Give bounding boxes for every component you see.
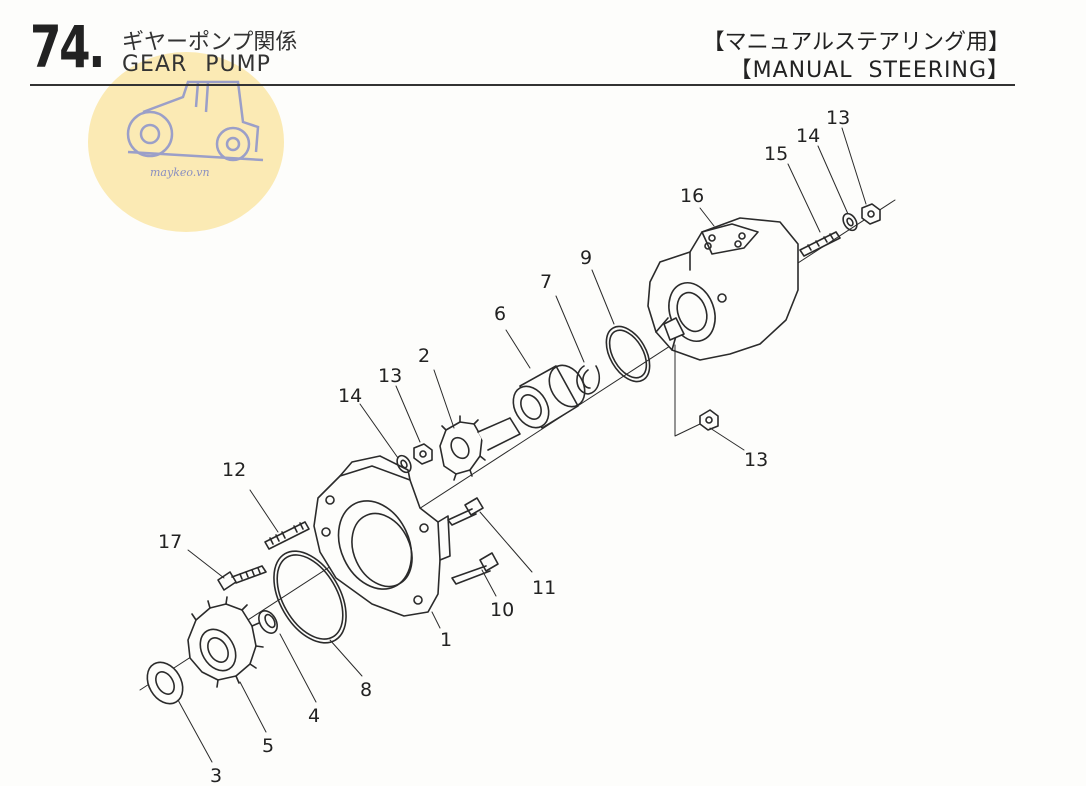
washer-part-14-lower xyxy=(396,454,412,474)
callout-6: 6 xyxy=(494,303,506,325)
callout-3: 3 xyxy=(210,765,222,786)
bolt-part-17 xyxy=(217,565,267,591)
callout-7: 7 xyxy=(540,271,552,293)
pump-body-part-16 xyxy=(647,217,799,361)
callout-1: 1 xyxy=(440,629,452,651)
tractor-icon xyxy=(126,80,264,162)
callout-9: 9 xyxy=(580,247,592,269)
o-ring-part-8 xyxy=(273,550,347,644)
callout-14-lower: 14 xyxy=(338,385,362,407)
stud-part-15 xyxy=(799,231,841,257)
watermark-logo xyxy=(88,52,284,232)
callout-13-pump: 13 xyxy=(744,449,768,471)
gear-shaft-part-2 xyxy=(439,415,521,481)
stud-bolt-part-12 xyxy=(264,521,310,550)
callout-10: 10 xyxy=(490,599,514,621)
callout-2: 2 xyxy=(418,345,430,367)
nut-part-13-upper xyxy=(861,203,881,225)
watermark-text: maykeo.vn xyxy=(150,166,210,179)
nut-part-13-pump xyxy=(674,344,719,437)
washer-part-14-upper xyxy=(842,212,858,232)
section-number: 74. xyxy=(30,13,105,81)
page-subtitle-jp: 【マニュアルステアリング用】 xyxy=(702,30,1010,55)
callout-8: 8 xyxy=(360,679,372,701)
page-title-en: GEAR PUMP xyxy=(122,52,271,77)
callout-13-upper: 13 xyxy=(826,107,850,129)
nut-part-13-lower xyxy=(413,443,433,465)
page-subtitle-en: 【MANUAL STEERING】 xyxy=(729,58,1010,83)
callout-17: 17 xyxy=(158,531,182,553)
callout-16: 16 xyxy=(680,185,704,207)
callout-14-upper: 14 xyxy=(796,125,820,147)
oil-seal-part-3 xyxy=(146,661,184,705)
bearing-part-6 xyxy=(512,364,586,429)
callout-5: 5 xyxy=(262,735,274,757)
snap-ring-part-4 xyxy=(258,610,278,634)
callout-4: 4 xyxy=(308,705,320,727)
snap-ring-part-7 xyxy=(576,365,601,395)
callout-12: 12 xyxy=(222,459,246,481)
leader-lines xyxy=(177,127,867,763)
flange-housing-part-1 xyxy=(313,455,451,617)
bolt-part-11 xyxy=(447,497,484,526)
bolt-part-10 xyxy=(451,552,499,585)
header-rule xyxy=(30,84,1015,86)
callout-13-lower: 13 xyxy=(378,365,402,387)
callout-15: 15 xyxy=(764,143,788,165)
drive-gear-part-5 xyxy=(187,596,264,688)
page-title-jp: ギヤーポンプ関係 xyxy=(122,30,298,55)
o-ring-part-9 xyxy=(605,325,651,383)
callout-11: 11 xyxy=(532,577,556,599)
